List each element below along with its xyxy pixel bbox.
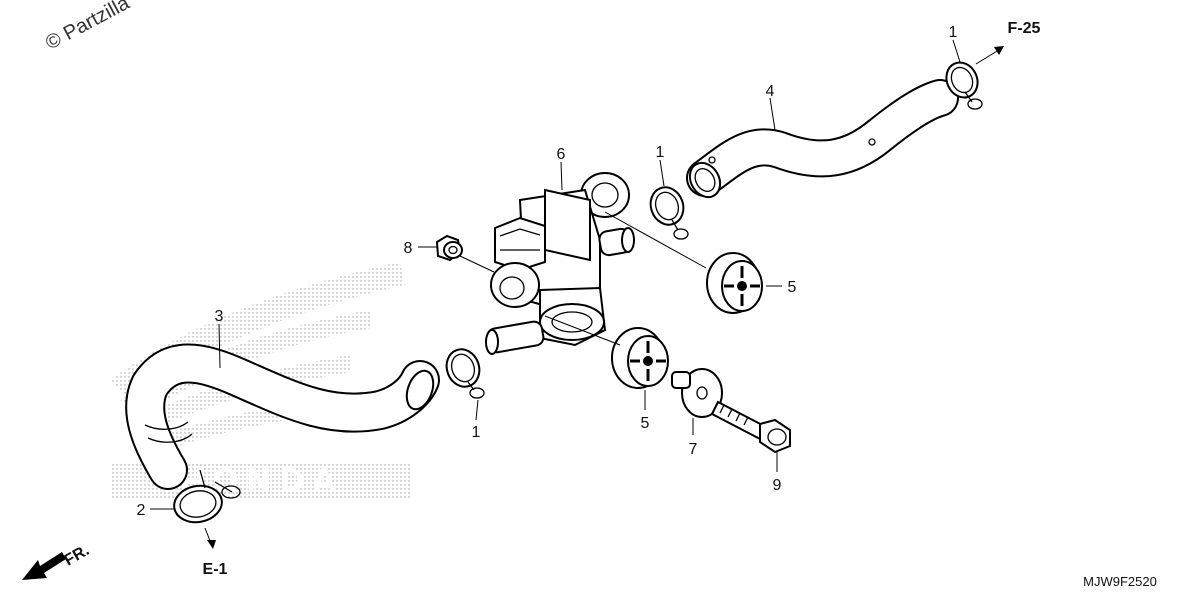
callout-5-low: 5 — [641, 415, 650, 432]
front-direction-label: FR. — [62, 542, 93, 570]
leader-lines — [150, 39, 1004, 549]
hose-3 — [125, 343, 440, 490]
callout-2: 2 — [137, 502, 146, 519]
reference-f25: F-25 — [1008, 20, 1041, 37]
callout-1-mid: 1 — [656, 144, 665, 161]
rubber-grommet-5-low — [611, 327, 669, 389]
flange-nut-8 — [435, 234, 463, 262]
callout-3: 3 — [215, 308, 224, 325]
callout-8: 8 — [404, 240, 413, 257]
callout-9: 9 — [773, 477, 782, 494]
hose-clip-1-mid — [649, 186, 689, 240]
callout-4: 4 — [766, 83, 775, 100]
collar-7 — [671, 368, 723, 418]
reference-e1: E-1 — [203, 561, 228, 578]
callout-6: 6 — [557, 146, 566, 163]
air-injection-valve-6 — [485, 172, 635, 355]
rubber-grommet-5-right — [706, 252, 763, 314]
hose-4 — [686, 79, 959, 199]
callout-1-top: 1 — [949, 24, 958, 41]
callout-1-low: 1 — [472, 424, 481, 441]
hose-clip-1-low — [445, 348, 485, 399]
flange-bolt-9 — [710, 400, 791, 454]
callout-5-right: 5 — [788, 279, 797, 296]
callout-7: 7 — [689, 441, 698, 458]
watermark-text: © Partzilla — [42, 0, 134, 54]
diagram-code: MJW9F2520 — [1083, 574, 1157, 589]
hose-clip-2 — [173, 469, 241, 524]
front-direction-arrow: FR. — [22, 542, 92, 580]
hose-clip-1-top — [945, 61, 983, 110]
